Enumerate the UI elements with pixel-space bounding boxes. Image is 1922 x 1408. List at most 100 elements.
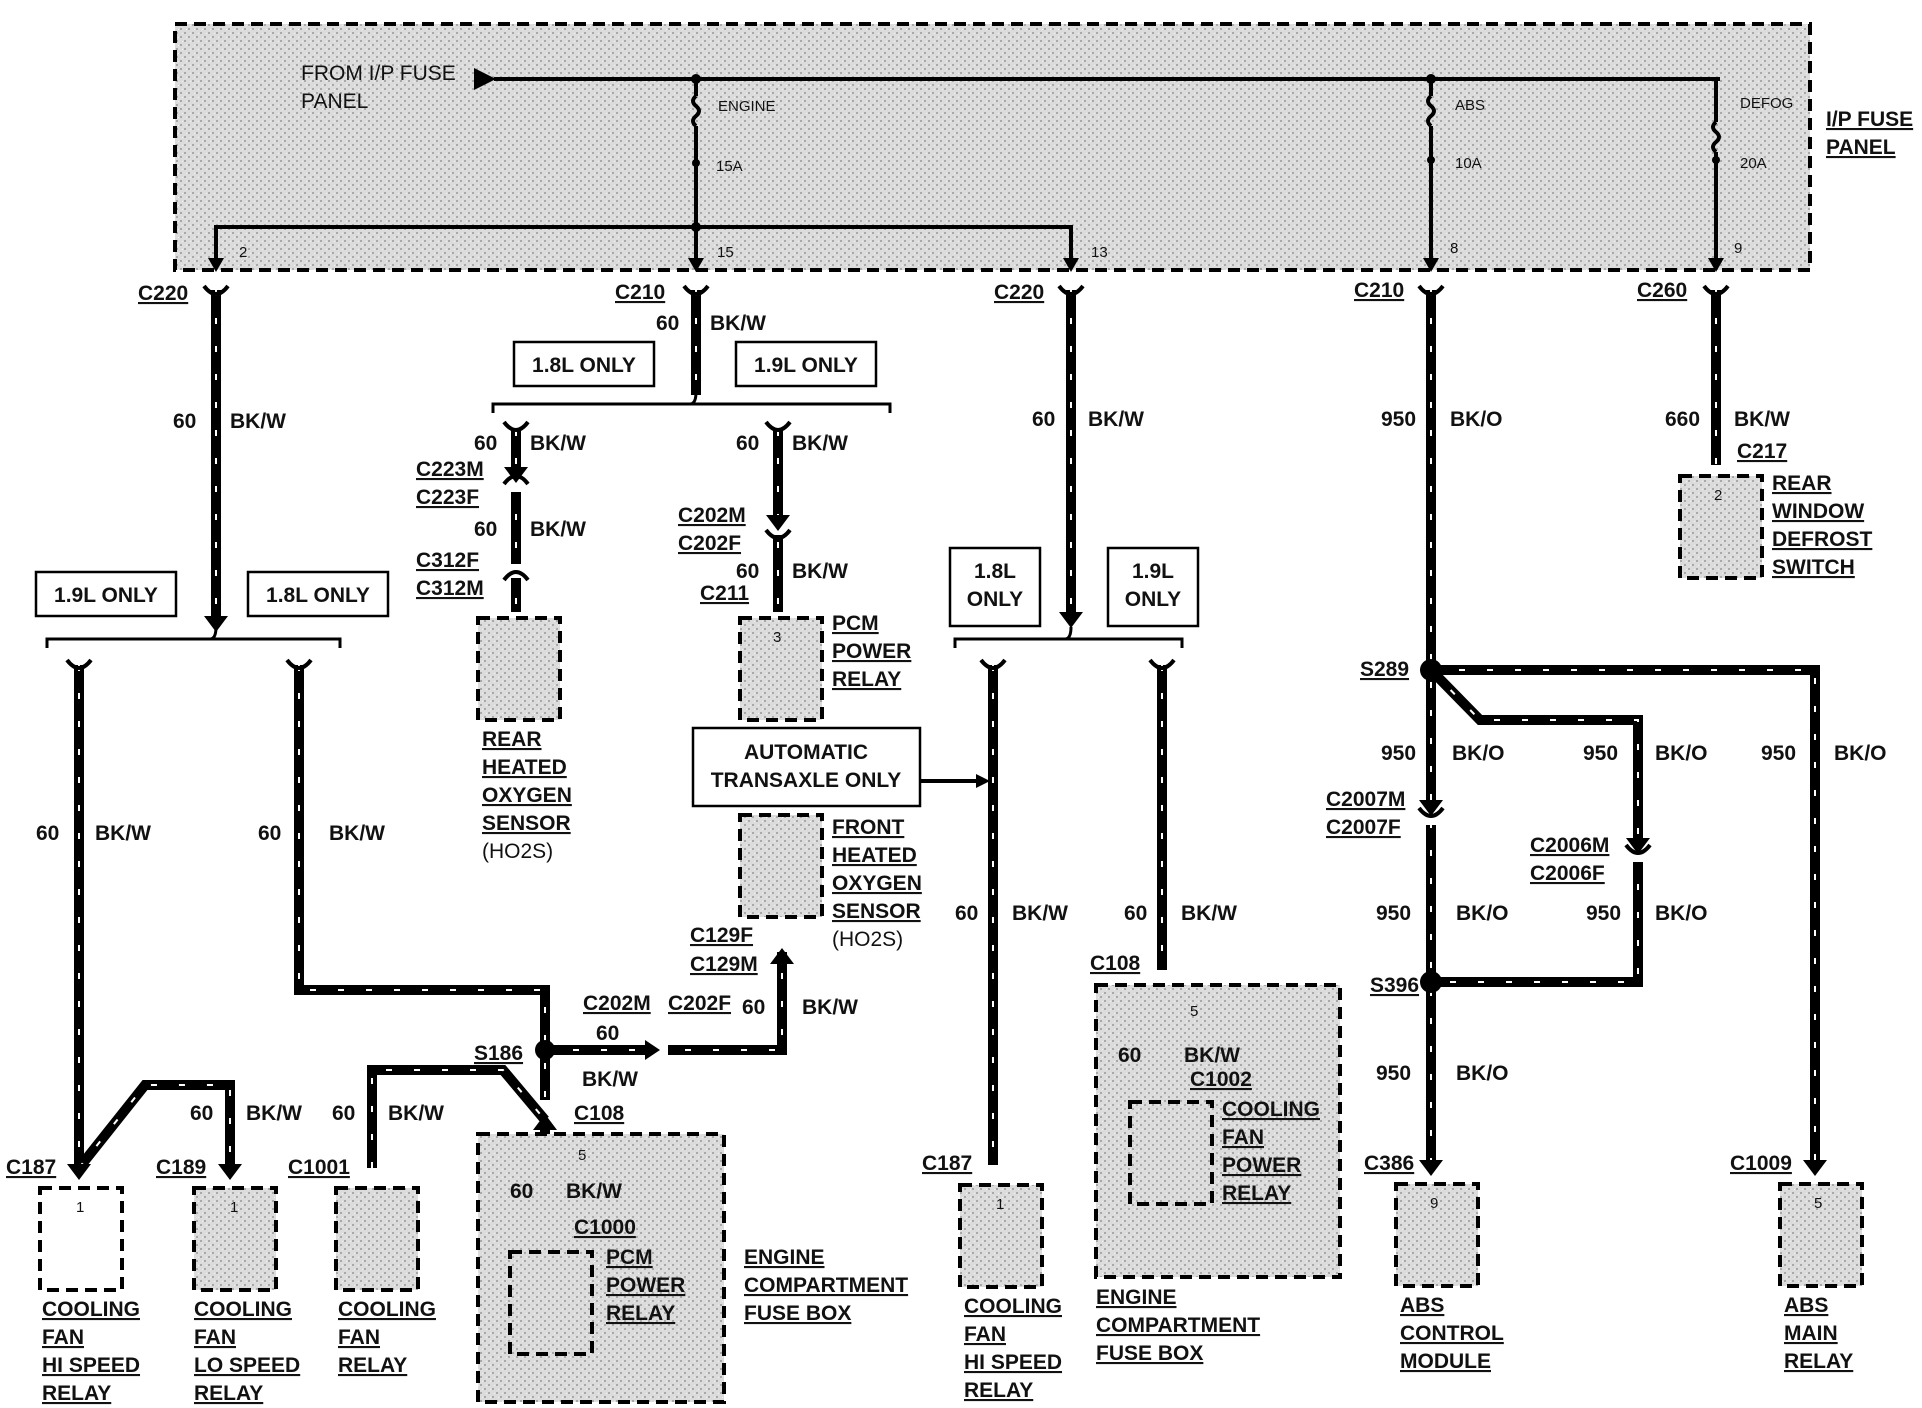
fan-lo-box: [192, 1186, 278, 1292]
lbl-c2006m: C2006M: [1530, 834, 1609, 857]
fan-relay-l3: RELAY: [338, 1354, 407, 1377]
ckt-60-c: 60: [474, 432, 497, 455]
rear-ho2s-box: [476, 616, 562, 722]
fuse-abs-name: ABS: [1455, 97, 1485, 114]
fan-relay-l2: FAN: [338, 1326, 380, 1349]
ckt-60-f: 60: [736, 560, 759, 583]
rear-ho2s-l3: OXYGEN: [482, 784, 572, 807]
lbl-c1002: C1002: [1190, 1068, 1252, 1091]
lbl-c187-left: C187: [6, 1156, 56, 1179]
fan-power-box: [1128, 1100, 1214, 1206]
lbl-c202f-bot: C202F: [668, 992, 731, 1015]
ckt-bkw-h: BK/W: [95, 822, 151, 845]
abs-module-l2: CONTROL: [1400, 1322, 1504, 1345]
lbl-c202m-bot: C202M: [583, 992, 651, 1015]
ckt-bkw-d: BK/W: [530, 518, 586, 541]
pin-8: 8: [1450, 240, 1458, 257]
ckt-bko-h: BK/O: [1456, 1062, 1509, 1085]
rear-ho2s-abbr: (HO2S): [482, 840, 553, 863]
lbl-c108-mid: C108: [1090, 952, 1141, 975]
ckt-bko-a: BK/O: [1450, 408, 1503, 431]
lbl-c220-left: C220: [138, 282, 188, 305]
ecfb-left-l3: FUSE BOX: [744, 1302, 851, 1325]
splice-s289: [1420, 659, 1442, 681]
pin-2: 2: [239, 244, 247, 261]
ckt-60-i: 60: [258, 822, 281, 845]
ckt-bkw-k: BK/W: [1181, 902, 1237, 925]
bracket-top-mid: [491, 391, 892, 413]
ip-fuse-panel-label-2: PANEL: [1826, 136, 1896, 159]
fuse-defog-rating: 20A: [1740, 155, 1767, 172]
component-labels: REAR HEATED OXYGEN SENSOR (HO2S) PCM POW…: [42, 472, 1873, 1405]
lbl-c210-mid: C210: [615, 281, 665, 304]
ckt-950-g: 950: [1376, 1062, 1411, 1085]
lbl-c386: C386: [1364, 1152, 1414, 1175]
rear-ho2s-l4: SENSOR: [482, 812, 571, 835]
box-19-top: [734, 340, 878, 388]
front-ho2s-box: [738, 813, 824, 919]
ckt-60-b: 60: [173, 410, 196, 433]
ckt-60-h: 60: [36, 822, 59, 845]
ckt-660: 660: [1665, 408, 1700, 431]
engine-branch-bus: [214, 225, 1073, 262]
pcm-top-l3: RELAY: [832, 668, 901, 691]
fan-hi-mid-l2: FAN: [964, 1323, 1006, 1346]
fan-lo-l2: FAN: [194, 1326, 236, 1349]
fan-hi-left-l4: RELAY: [42, 1382, 111, 1405]
connector-arrows: [67, 467, 1827, 1180]
box-19-right-l1: 1.9L: [1132, 560, 1174, 583]
fuse-engine-name: ENGINE: [718, 98, 776, 115]
lbl-s396: S396: [1370, 974, 1419, 997]
ckt-bko-b: BK/W: [1734, 408, 1790, 431]
ckt-950-a: 950: [1381, 408, 1416, 431]
lbl-c217: C217: [1737, 440, 1787, 463]
ckt-60-n: 60: [190, 1102, 213, 1125]
ckt-60-g: 60: [1032, 408, 1055, 431]
fan-hi-left-l1: COOLING: [42, 1298, 140, 1321]
fuse-abs-rating: 10A: [1455, 155, 1482, 172]
ckt-950-b: 950: [1381, 742, 1416, 765]
ckt-bkw-p: BK/W: [566, 1180, 622, 1203]
ckt-60-d: 60: [474, 518, 497, 541]
ckt-60-o: 60: [332, 1102, 355, 1125]
ckt-bko-c: BK/O: [1452, 742, 1505, 765]
ckt-bkw-m: BK/W: [582, 1068, 638, 1091]
fan-hi-mid-l1: COOLING: [964, 1295, 1062, 1318]
feed-label-1: FROM I/P FUSE: [301, 62, 456, 85]
lbl-c210-right: C210: [1354, 279, 1404, 302]
abs-module-box: [1394, 1182, 1480, 1288]
fan-hi-mid-l4: RELAY: [964, 1379, 1033, 1402]
front-ho2s-l1: FRONT: [832, 816, 904, 839]
feed-arrow: [474, 68, 496, 90]
fan-hi-left-pin: 1: [76, 1199, 84, 1216]
lbl-s289: S289: [1360, 658, 1409, 681]
bracket-left: [45, 626, 342, 648]
ckt-60-j: 60: [955, 902, 978, 925]
abs-module-l1: ABS: [1400, 1294, 1444, 1317]
rear-defrost-box: [1678, 474, 1764, 580]
lbl-c1001: C1001: [288, 1156, 350, 1179]
box-auto-l2: TRANSAXLE ONLY: [711, 769, 902, 792]
pcm-relay-box: [508, 1250, 594, 1356]
ckt-bkw-i: BK/W: [329, 822, 385, 845]
ckt-60-e: 60: [736, 432, 759, 455]
lbl-c220-mid: C220: [994, 281, 1044, 304]
ckt-bkw-g: BK/W: [1088, 408, 1144, 431]
ckt-60-a: 60: [656, 312, 679, 335]
fan-hi-mid-box: [958, 1183, 1044, 1289]
ckt-950-e: 950: [1376, 902, 1411, 925]
lbl-c260: C260: [1637, 279, 1687, 302]
panel-pin-arrows: [208, 258, 1724, 272]
lbl-c2007f: C2007F: [1326, 816, 1401, 839]
ckt-950-f: 950: [1586, 902, 1621, 925]
lbl-c211: C211: [700, 582, 749, 605]
front-ho2s-l2: HEATED: [832, 844, 917, 867]
lbl-c187-mid: C187: [922, 1152, 972, 1175]
lbl-c189: C189: [156, 1156, 206, 1179]
front-ho2s-l4: SENSOR: [832, 900, 921, 923]
lbl-c1000: C1000: [574, 1216, 636, 1239]
lbl-c2007m: C2007M: [1326, 788, 1405, 811]
fan-power-l4: RELAY: [1222, 1182, 1291, 1205]
bracket-right: [953, 626, 1184, 648]
